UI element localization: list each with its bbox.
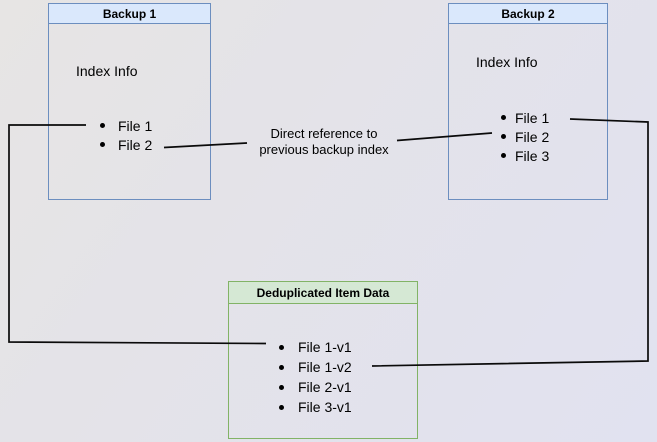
backup1-title: Backup 1 bbox=[102, 6, 157, 21]
list-item: File 2-v1 bbox=[279, 377, 352, 397]
list-item: File 1 bbox=[100, 116, 152, 135]
file-label: File 3 bbox=[515, 147, 550, 164]
list-item: File 1-v1 bbox=[279, 337, 352, 357]
backup1-file-list: File 1 File 2 bbox=[100, 116, 152, 154]
direct-reference-label-line2: previous backup index bbox=[259, 142, 389, 157]
dedup-store-title: Deduplicated Item Data bbox=[256, 285, 390, 300]
bullet-icon bbox=[100, 142, 105, 147]
list-item: File 2 bbox=[501, 127, 549, 146]
file-label: File 1-v1 bbox=[298, 339, 352, 355]
bullet-icon bbox=[279, 384, 284, 390]
bullet-icon bbox=[501, 153, 506, 158]
bullet-icon bbox=[279, 404, 284, 410]
list-item: File 3-v1 bbox=[279, 397, 352, 417]
file-label: File 1 bbox=[515, 109, 550, 126]
dedup-store-header: Deduplicated Item Data bbox=[229, 282, 417, 304]
file-label: File 1-v2 bbox=[298, 359, 352, 375]
list-item: File 1 bbox=[501, 108, 549, 127]
backup2-file-list: File 1 File 2 File 3 bbox=[501, 108, 549, 165]
file-label: File 1 bbox=[118, 117, 153, 134]
bullet-icon bbox=[501, 115, 506, 120]
dedup-store-box: Deduplicated Item Data File 1-v1 File 1-… bbox=[228, 281, 418, 439]
list-item: File 1-v2 bbox=[279, 357, 352, 377]
file-label: File 2-v1 bbox=[298, 379, 352, 395]
list-item: File 3 bbox=[501, 146, 549, 165]
bullet-icon bbox=[279, 364, 284, 370]
backup2-index-info-label: Index Info bbox=[476, 54, 538, 70]
dedup-file-list: File 1-v1 File 1-v2 File 2-v1 File 3-v1 bbox=[279, 337, 352, 417]
file-label: File 2 bbox=[515, 128, 550, 145]
backup1-box: Backup 1 Index Info File 1 File 2 bbox=[48, 3, 211, 200]
bullet-icon bbox=[501, 134, 506, 139]
bullet-icon bbox=[100, 123, 105, 128]
backup1-header: Backup 1 bbox=[49, 4, 210, 24]
backup1-index-info-label: Index Info bbox=[76, 63, 138, 79]
list-item: File 2 bbox=[100, 135, 152, 154]
file-label: File 2 bbox=[118, 136, 153, 153]
file-label: File 3-v1 bbox=[298, 399, 352, 415]
backup2-box: Backup 2 Index Info File 1 File 2 File 3 bbox=[448, 3, 608, 200]
bullet-icon bbox=[279, 344, 284, 350]
direct-reference-label: Direct reference to previous backup inde… bbox=[229, 126, 419, 158]
backup2-title: Backup 2 bbox=[501, 6, 555, 21]
direct-reference-label-line1: Direct reference to bbox=[270, 126, 378, 141]
backup2-header: Backup 2 bbox=[449, 4, 607, 24]
